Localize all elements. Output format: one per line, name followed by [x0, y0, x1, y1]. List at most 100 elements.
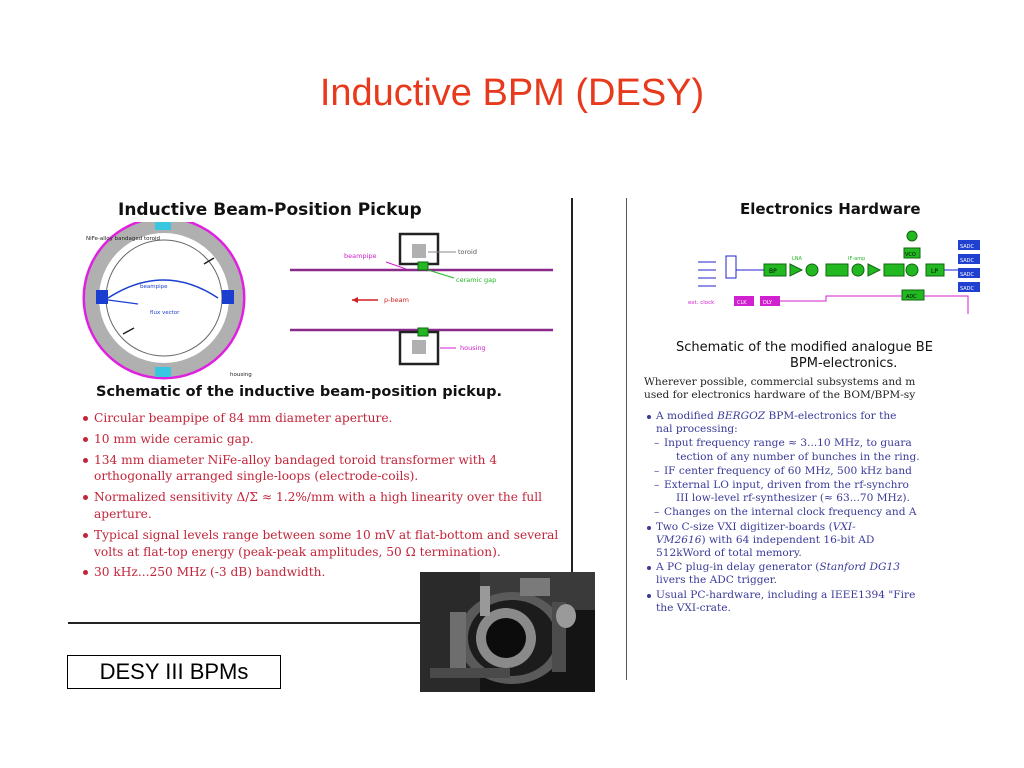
list-item: A modified BERGOZ BPM-electronics for th…: [646, 410, 920, 436]
item-text: BPM-electronics for the: [765, 410, 897, 422]
item-text: A modified: [656, 410, 718, 422]
input-lines: [698, 261, 716, 287]
if-amp: [867, 263, 882, 277]
mixer-4: [906, 230, 918, 242]
list-item: 10 mm wide ceramic gap.: [82, 431, 562, 448]
intro-line: Wherever possible, commercial subsystems…: [644, 376, 916, 388]
item-text: Usual PC-hardware, including a IEEE1394 …: [656, 588, 916, 601]
ceramic-gap-upper: [417, 261, 429, 271]
loop-tick: [203, 257, 215, 265]
ext-clock-label: ext. clock: [688, 300, 715, 306]
bp-filter-2: [825, 263, 849, 277]
pickup-schematic: NiFe-alloy bandaged toroid beampipe flux…: [82, 222, 553, 380]
list-item: Input frequency range ≈ 3...10 MHz, to g…: [646, 437, 920, 463]
item-text: III low-level rf-synthesizer (≈ 63...70 …: [676, 492, 910, 505]
electrode-top: [155, 222, 171, 230]
pickup-figure: Inductive Beam-Position Pickup NiFe-allo…: [68, 192, 576, 624]
electronics-caption-line2: BPM-electronics.: [790, 356, 898, 371]
pickup-caption: Schematic of the inductive beam-position…: [96, 384, 503, 400]
toroid-label: toroid: [458, 248, 477, 256]
mixer-2: [851, 263, 865, 277]
nife-bandage-ring: [82, 222, 246, 380]
dly-label: DLY: [763, 300, 773, 306]
loop-tick: [122, 327, 135, 335]
flux-line: [107, 279, 219, 299]
sadc-label-1: SADC: [960, 244, 975, 250]
sadc-box-2: [958, 254, 980, 264]
sadc-label-3: SADC: [960, 272, 975, 278]
list-item: Circular beampipe of 84 mm diameter aper…: [82, 410, 562, 427]
beampipe-pointer: [385, 261, 407, 270]
vco-box: [903, 247, 921, 259]
slide-title: Inductive BPM (DESY): [319, 72, 705, 114]
list-item: 134 mm diameter NiFe-alloy bandaged toro…: [82, 452, 562, 486]
electrode-left: [96, 290, 108, 304]
item-text: nal processing:: [656, 423, 738, 436]
list-item: A PC plug-in delay generator (Stanford D…: [646, 561, 920, 587]
electronics-intro: Wherever possible, commercial subsystems…: [644, 376, 915, 402]
bp-filter-3: [883, 263, 905, 277]
ceramic-gap-pointer: [427, 269, 455, 279]
electrode-bottom: [155, 367, 171, 377]
flux-arrow: [107, 299, 139, 305]
beampipe-circle-label: beampipe: [140, 284, 168, 290]
sadc-label-4: SADC: [960, 286, 975, 292]
electronics-schematic: BP LNA IF-amp VCO LP SADC SADC SADC SADC…: [688, 230, 980, 314]
lna-label: LNA: [792, 256, 803, 262]
clock-line: [780, 295, 902, 302]
adc-box: [901, 289, 925, 301]
sadc-box-3: [958, 268, 980, 278]
item-text: the VXI-crate.: [656, 601, 731, 614]
p-beam-arrowhead: [352, 297, 358, 303]
electrode-right: [222, 290, 234, 304]
intro-line: used for electronics hardware of the BOM…: [644, 389, 916, 402]
divider: [68, 622, 420, 624]
pickup-heading: Inductive Beam-Position Pickup: [118, 200, 422, 220]
toroid-ring: [85, 222, 243, 377]
item-text: ) with 64 independent 16-bit AD: [701, 533, 875, 546]
electronics-bullets: A modified BERGOZ BPM-electronics for th…: [646, 410, 920, 616]
ceramic-gap-label: ceramic gap: [456, 276, 496, 284]
vco-label: VCO: [905, 252, 916, 258]
list-item: Usual PC-hardware, including a IEEE1394 …: [646, 589, 920, 615]
item-emphasis: BERGOZ: [717, 410, 766, 422]
switch-box: [725, 255, 737, 279]
item-text: Two C-size VXI digitizer-boards (: [656, 520, 833, 533]
if-amp-label: IF-amp: [848, 256, 865, 262]
item-text: Changes on the internal clock frequency …: [664, 506, 917, 519]
item-text: livers the ADC trigger.: [656, 574, 778, 587]
item-text-line2: VM2616) with 64 independent 16-bit AD: [656, 534, 920, 547]
clock-line-2: [924, 295, 969, 314]
list-item: Changes on the internal clock frequency …: [646, 506, 920, 519]
clk-label: CLK: [737, 300, 747, 306]
toroid-lower: [412, 340, 426, 354]
flux-label: flux vector: [150, 310, 180, 316]
bp-label: BP: [769, 268, 777, 275]
lp-label: LP: [931, 268, 938, 275]
adc-label: ADC: [906, 294, 917, 300]
list-item: External LO input, driven from the rf-sy…: [646, 479, 920, 505]
pickup-bullets: Circular beampipe of 84 mm diameter aper…: [82, 410, 562, 585]
list-item: Normalized sensitivity Δ/Σ ≈ 1.2%/mm wit…: [82, 489, 562, 523]
item-text: External LO input, driven from the rf-sy…: [664, 479, 909, 492]
list-item: IF center frequency of 60 MHz, 500 kHz b…: [646, 465, 920, 478]
clk-box: [734, 296, 754, 306]
electronics-caption-line1: Schematic of the modified analogue BE: [676, 340, 933, 355]
bpm-photo: [420, 572, 595, 692]
item-text: Input frequency range ≈ 3...10 MHz, to g…: [664, 437, 912, 450]
sadc-label-2: SADC: [960, 258, 975, 264]
beampipe-label: beampipe: [344, 252, 377, 260]
mixer-1: [805, 263, 819, 277]
list-item: Two C-size VXI digitizer-boards (VXI- VM…: [646, 521, 920, 561]
sadc-box-1: [958, 240, 980, 250]
item-emphasis: VM2616: [656, 533, 702, 546]
item-text: tection of any number of bunches in the …: [676, 450, 920, 463]
item-emphasis: VXI-: [832, 520, 856, 533]
electronics-figure: Electronics Hardware BP LNA IF-amp VCO L…: [626, 192, 986, 682]
toroid-upper: [412, 244, 426, 258]
nife-label: NiFe-alloy bandaged toroid: [86, 236, 160, 242]
list-item: Typical signal levels range between some…: [82, 527, 562, 561]
beampipe-ring: [105, 239, 223, 357]
sadc-box-4: [958, 282, 980, 292]
divider: [571, 198, 573, 628]
